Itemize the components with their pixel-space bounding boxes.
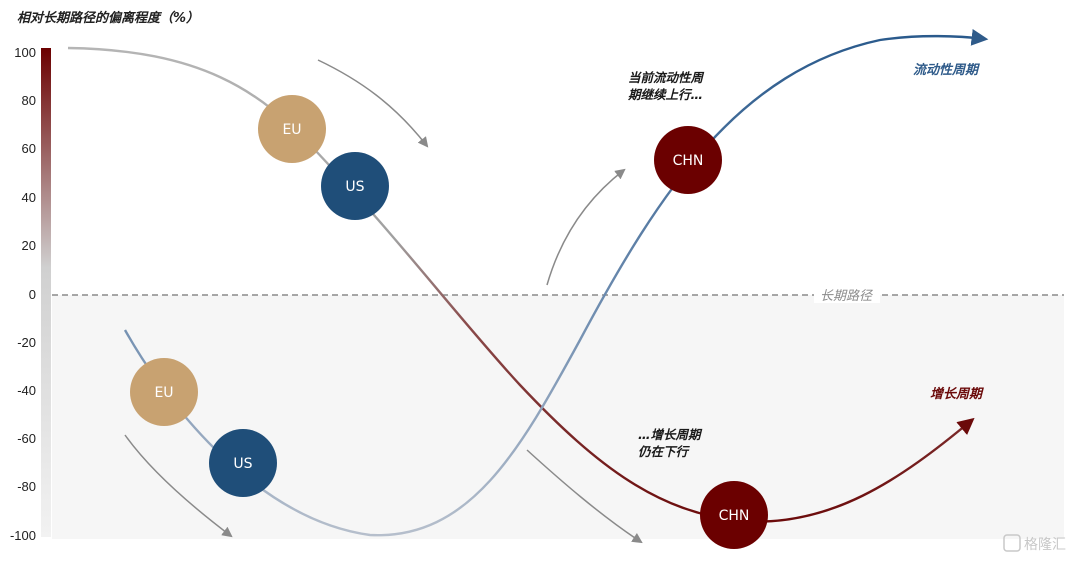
us-lower-bubble: US (209, 429, 277, 497)
y-tick-label: -80 (17, 479, 36, 494)
trend-label: 长期路径 (820, 289, 873, 304)
watermark: 格隆汇 (1003, 534, 1066, 553)
bubble-label: CHN (719, 508, 750, 524)
y-tick-label: 20 (22, 238, 36, 253)
bubble-label: US (233, 456, 252, 472)
note-line: 仍在下行 (638, 444, 691, 459)
chart-title: 相对长期路径的偏离程度（%） (17, 10, 199, 26)
direction-arrow (124, 434, 233, 538)
note-line: …增长周期 (638, 427, 703, 442)
y-tick-label: 40 (22, 190, 36, 205)
direction-arrow (546, 168, 626, 286)
y-tick-label: 0 (29, 287, 36, 302)
liquidity-note: 当前流动性周 期继续上行… (627, 70, 705, 102)
note-line: 当前流动性周 (628, 70, 705, 85)
watermark-logo-icon (1003, 534, 1021, 552)
note-line: 期继续上行… (627, 87, 703, 102)
y-tick-label: -100 (10, 528, 36, 543)
chn-lower-bubble: CHN (700, 481, 768, 549)
bubble-label: EU (282, 122, 301, 138)
growth-cycle-label: 增长周期 (930, 386, 984, 402)
eu-lower-bubble: EU (130, 358, 198, 426)
y-axis-bar (41, 48, 51, 537)
lower-half-shade (52, 295, 1064, 539)
bubble-label: US (345, 179, 364, 195)
direction-arrow (317, 59, 429, 148)
growth-note: …增长周期 仍在下行 (638, 427, 703, 459)
growth-cycle-curve (67, 46, 975, 523)
chn-upper-bubble: CHN (654, 126, 722, 194)
y-tick-label: -40 (17, 383, 36, 398)
y-axis-ticks: 100 80 60 40 20 0 -20 -40 -60 -80 -100 (10, 45, 36, 543)
y-tick-label: -20 (17, 335, 36, 350)
bubble-label: EU (154, 385, 173, 401)
y-tick-label: 60 (22, 141, 36, 156)
liquidity-cycle-label: 流动性周期 (913, 62, 980, 78)
eu-upper-bubble: EU (258, 95, 326, 163)
y-tick-label: 80 (22, 93, 36, 108)
y-tick-label: -60 (17, 431, 36, 446)
us-upper-bubble: US (321, 152, 389, 220)
y-tick-label: 100 (14, 45, 36, 60)
bubble-label: CHN (673, 153, 704, 169)
watermark-text: 格隆汇 (1024, 537, 1066, 553)
trend-label-backing (814, 285, 880, 303)
direction-arrow (526, 449, 643, 544)
